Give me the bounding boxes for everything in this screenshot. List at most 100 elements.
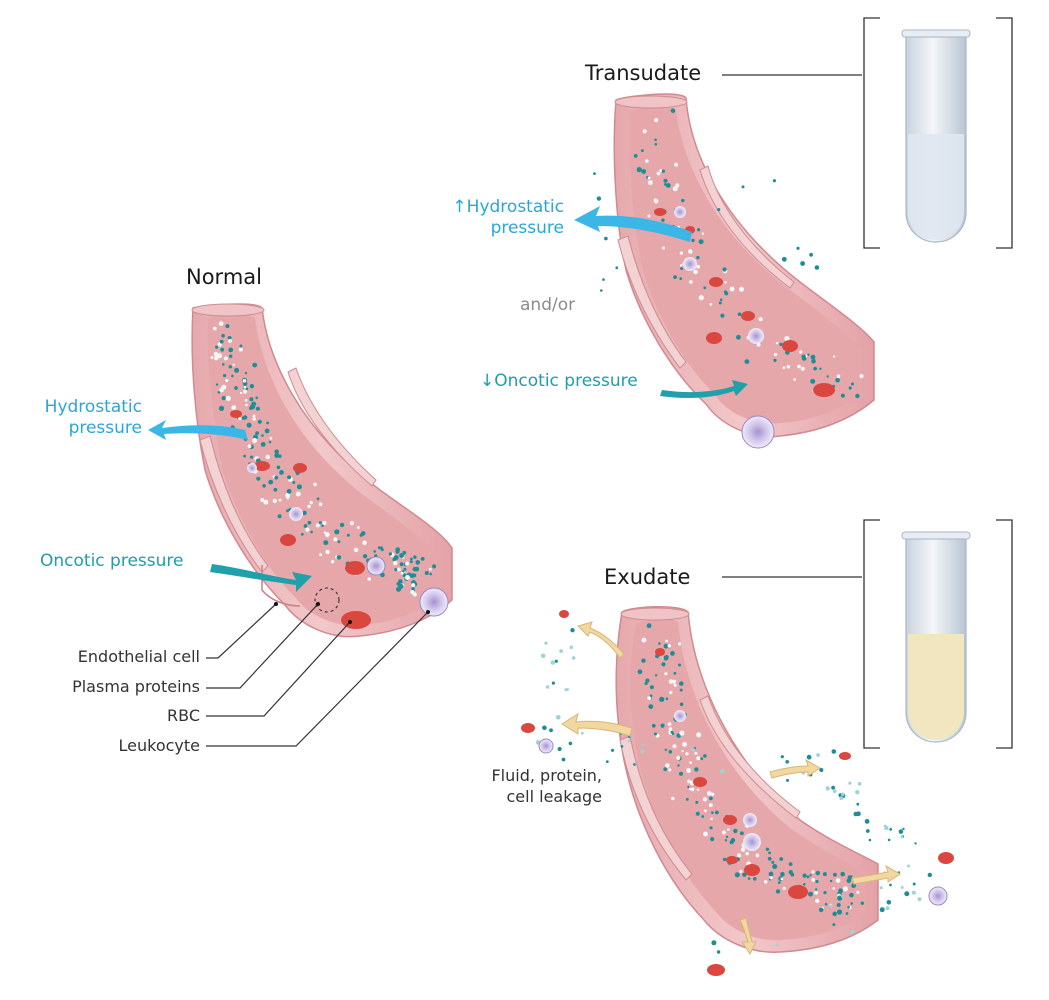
protein-dot: [388, 552, 393, 556]
protein-dot: [409, 560, 413, 564]
protein-dot: [814, 265, 820, 270]
protein-dot: [681, 750, 684, 753]
protein-dot: [393, 555, 399, 561]
protein-dot: [239, 391, 243, 395]
protein-dot: [851, 382, 854, 386]
protein-dot: [679, 730, 685, 736]
protein-dot: [725, 835, 729, 839]
protein-dot: [239, 344, 243, 348]
normal-hydrostatic-arrow: [148, 420, 248, 440]
protein-dot: [799, 350, 803, 354]
protein-dot: [780, 877, 784, 881]
protein-dot: [729, 286, 735, 292]
protein-dot: [394, 568, 398, 572]
protein-dot: [879, 907, 885, 913]
protein-dot: [703, 754, 707, 758]
protein-dot: [640, 149, 644, 152]
exudate-rbc: [559, 610, 569, 618]
protein-dot: [859, 374, 864, 379]
protein-dot: [217, 353, 223, 359]
protein-dot: [672, 744, 677, 749]
protein-dot: [273, 487, 278, 492]
protein-dot: [831, 749, 837, 754]
protein-dot: [815, 879, 819, 884]
protein-dot: [808, 891, 813, 897]
protein-dot: [225, 324, 230, 329]
protein-dot: [249, 384, 255, 389]
transudate-vessel-lumen: [629, 106, 862, 424]
protein-dot: [740, 847, 746, 852]
protein-dot: [667, 644, 672, 648]
protein-dot: [659, 696, 665, 703]
exudate-leukocyte: [928, 886, 948, 906]
protein-dot: [703, 286, 707, 290]
exudate-rbc: [788, 885, 808, 899]
protein-dot: [741, 185, 745, 189]
protein-dot: [679, 264, 683, 267]
protein-dot: [373, 550, 377, 553]
protein-dot: [247, 444, 252, 449]
protein-dot: [832, 789, 837, 793]
protein-dot: [334, 529, 340, 535]
protein-dot: [691, 238, 695, 243]
protein-dot: [647, 176, 651, 180]
protein-dot: [777, 881, 781, 884]
protein-dot: [212, 326, 217, 331]
transudate-rbc: [782, 340, 798, 352]
protein-dot: [410, 557, 413, 561]
exudate-rbc: [693, 777, 707, 787]
protein-dot: [362, 540, 367, 545]
protein-dot: [747, 877, 751, 880]
protein-dot: [678, 771, 684, 776]
leader-dots: [274, 602, 430, 624]
protein-dot: [846, 878, 852, 884]
protein-dot: [252, 414, 256, 418]
protein-dot: [742, 872, 747, 877]
protein-dot: [568, 741, 573, 746]
normal-vessel-opening: [191, 303, 265, 317]
exudate-leak-label-line1: Fluid, protein,: [491, 766, 602, 785]
protein-dot: [836, 909, 843, 915]
protein-dot: [287, 475, 292, 480]
protein-dot: [782, 366, 786, 370]
protein-dot: [696, 788, 700, 791]
protein-dot: [415, 560, 421, 565]
protein-dot: [720, 313, 725, 318]
protein-dot: [679, 251, 683, 255]
protein-dot: [413, 555, 417, 559]
protein-dot: [249, 397, 254, 402]
protein-dot: [816, 753, 820, 757]
protein-dot: [914, 842, 917, 845]
protein-dot: [765, 847, 770, 851]
protein-dot: [767, 856, 772, 861]
protein-dot: [313, 482, 317, 487]
protein-dot: [836, 374, 841, 379]
protein-dot: [819, 367, 822, 370]
protein-dot: [720, 768, 725, 774]
transudate-vessel-opening: [614, 95, 688, 109]
protein-dot: [740, 831, 744, 836]
protein-dot: [695, 800, 699, 804]
transudate-rbc: [654, 208, 666, 216]
protein-dot: [227, 336, 232, 340]
protein-dot: [772, 179, 777, 183]
normal-hydrostatic-label-line1: Hydrostatic: [44, 397, 142, 417]
protein-dot: [221, 384, 227, 390]
protein-dot: [260, 498, 265, 502]
protein-dot: [753, 877, 757, 881]
protein-dot: [428, 567, 432, 571]
protein-dot: [604, 236, 608, 241]
protein-dot: [679, 688, 683, 692]
protein-dot: [912, 882, 916, 886]
protein-dot: [671, 732, 675, 736]
protein-dot: [709, 796, 713, 801]
exudate-rbc: [938, 852, 954, 864]
and-or-connector: and/or: [520, 295, 576, 315]
protein-dot: [800, 366, 805, 371]
protein-dot: [694, 751, 698, 755]
protein-dot: [660, 723, 665, 728]
protein-dot: [228, 339, 232, 343]
protein-dot: [797, 364, 801, 369]
protein-dot: [715, 810, 719, 815]
protein-dot: [786, 365, 791, 369]
